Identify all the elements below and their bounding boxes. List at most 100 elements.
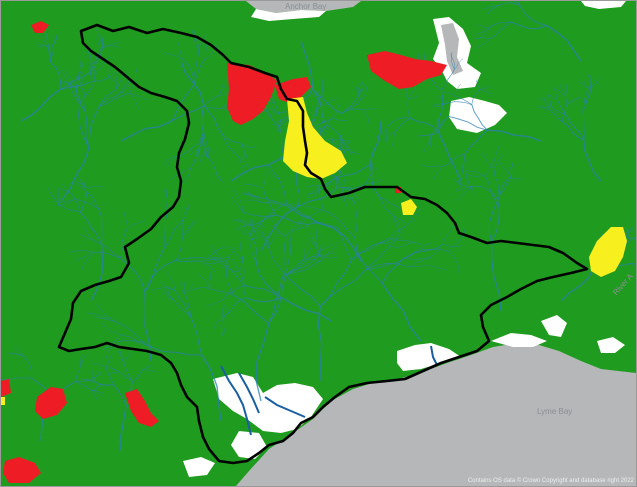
river-segment xyxy=(202,254,221,262)
south-urban-1 xyxy=(213,373,323,433)
river-segment xyxy=(357,84,365,98)
river-segment xyxy=(88,106,100,149)
river-segment xyxy=(365,257,407,271)
river-segment xyxy=(441,91,456,96)
river-segment xyxy=(268,274,287,324)
river-segment xyxy=(163,288,175,301)
river-segment xyxy=(448,251,460,276)
river-segment xyxy=(587,73,592,90)
red-area-southwest-1[interactable] xyxy=(35,387,67,419)
river-segment xyxy=(129,92,148,101)
river-segment xyxy=(203,260,226,264)
river-segment xyxy=(489,202,498,243)
river-segment xyxy=(482,5,500,10)
river-segment xyxy=(587,81,599,89)
river-segment xyxy=(115,75,118,90)
yellow-area-east[interactable] xyxy=(589,227,627,277)
river-segment xyxy=(249,219,252,238)
river-segment xyxy=(430,102,449,107)
river-segment xyxy=(319,90,325,107)
river-segment xyxy=(582,88,589,111)
river-segment xyxy=(304,258,322,263)
river-segment xyxy=(282,246,292,277)
river-segment xyxy=(546,93,558,101)
red-area-south[interactable] xyxy=(3,457,41,483)
river-segment xyxy=(239,271,247,298)
river-segment xyxy=(369,164,380,197)
river-segment xyxy=(189,148,200,156)
river-segment xyxy=(629,238,636,242)
river-segment xyxy=(119,350,124,364)
river-segment xyxy=(75,365,82,382)
river-segment xyxy=(285,259,322,276)
river-segment xyxy=(489,21,512,28)
river-segment xyxy=(182,222,196,236)
river-segment xyxy=(450,53,455,70)
north-sea xyxy=(246,1,361,13)
river-segment xyxy=(206,246,227,259)
catchment-boundary[interactable] xyxy=(57,23,589,465)
river-segment xyxy=(80,356,86,366)
river-segment xyxy=(59,198,75,203)
river-segment xyxy=(283,272,321,307)
south-urban-3 xyxy=(491,333,547,347)
river-segment xyxy=(80,354,83,366)
red-area-northeast[interactable] xyxy=(367,51,447,89)
river-segment xyxy=(99,89,117,107)
river-segment xyxy=(413,248,450,254)
river-segment xyxy=(266,111,276,117)
river-segment xyxy=(105,353,113,367)
river-segment xyxy=(312,255,338,259)
estuary-channel xyxy=(441,23,463,75)
river-segment xyxy=(298,187,338,207)
river-segment xyxy=(198,34,207,53)
red-area-north-1[interactable] xyxy=(227,63,277,125)
red-area-southwest-2[interactable] xyxy=(125,389,159,427)
red-area-topleft[interactable] xyxy=(31,21,49,33)
river-segment xyxy=(174,300,191,317)
river-segment xyxy=(567,97,581,104)
river-segment xyxy=(182,168,191,184)
river-segment xyxy=(92,251,121,259)
river-segment xyxy=(489,21,512,39)
river-segment xyxy=(331,103,340,119)
river-segment xyxy=(476,79,480,90)
yellow-area-north[interactable] xyxy=(283,97,347,179)
river-segment xyxy=(99,384,114,386)
yellow-area-left-edge[interactable] xyxy=(1,397,5,405)
river-segment xyxy=(58,204,82,214)
river-segment xyxy=(351,242,379,261)
river-segment xyxy=(422,164,443,168)
river-segment xyxy=(467,174,485,177)
river-segment xyxy=(239,240,243,259)
anchor-bay-label: Anchor Bay xyxy=(285,2,327,11)
river-segment xyxy=(497,177,511,200)
river-segment xyxy=(323,209,356,238)
river-segment xyxy=(627,218,629,233)
river-segment xyxy=(119,406,127,452)
river-segment xyxy=(201,146,208,158)
yellow-area-center[interactable] xyxy=(401,199,417,215)
river-segment xyxy=(144,246,166,292)
river-segment xyxy=(318,79,323,102)
river-segment xyxy=(71,194,82,214)
red-area-left-edge[interactable] xyxy=(1,379,11,397)
river-segment xyxy=(461,154,466,176)
river-segment xyxy=(305,185,320,187)
river-segment xyxy=(127,220,146,229)
river-segment xyxy=(228,245,243,259)
river-segment xyxy=(379,196,403,211)
river-segment xyxy=(241,143,257,148)
river-segment xyxy=(98,208,103,244)
river-segment xyxy=(80,234,96,242)
river-segment xyxy=(96,37,103,52)
river-segment xyxy=(117,349,124,364)
river-segment xyxy=(308,189,322,198)
river-segment xyxy=(196,148,200,161)
river-segment xyxy=(163,51,184,61)
river-segment xyxy=(464,129,488,155)
river-segment xyxy=(119,80,129,94)
river-segment xyxy=(123,351,132,364)
river-segment xyxy=(242,211,276,217)
